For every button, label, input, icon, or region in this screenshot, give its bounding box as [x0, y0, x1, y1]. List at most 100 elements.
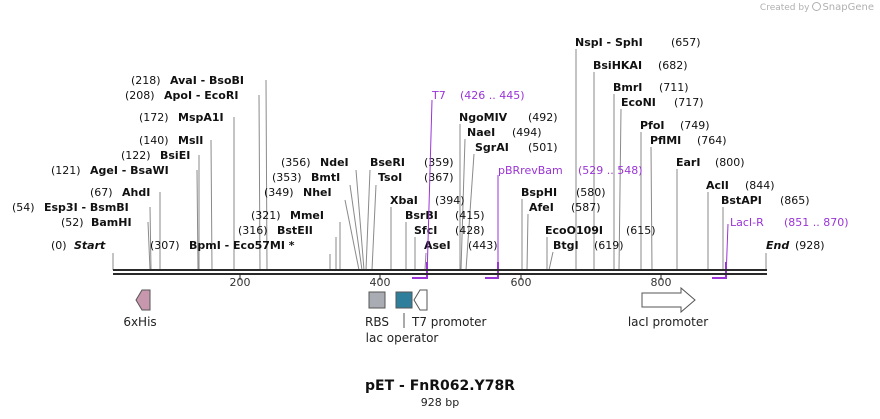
- site-apoi-name: ApoI - EcoRI: [164, 89, 238, 102]
- feature-t7-promoter-label: T7 promoter: [411, 315, 487, 329]
- site-line-msli: [210, 139, 213, 271]
- site-acli-pos: (844): [745, 179, 775, 192]
- site-bsiei-name: BsiEI: [160, 149, 190, 162]
- site-btgi-pos: (619): [594, 239, 624, 252]
- site-avai-pos: (218): [131, 74, 161, 87]
- site-end-name: End: [766, 239, 789, 252]
- site-apoi-pos: (208): [125, 89, 155, 102]
- site-start-name: Start: [74, 239, 106, 252]
- site-line-btgi: [548, 251, 554, 271]
- site-lines: [112, 49, 767, 271]
- primer-laci-r-name: LacI-R: [730, 216, 764, 229]
- feature-lac-operator-box: [395, 291, 413, 309]
- site-line-bmti: [349, 184, 363, 271]
- site-bstapi-pos: (865): [780, 194, 810, 207]
- site-ndei-pos: (356): [281, 156, 311, 169]
- site-line-afei: [526, 213, 529, 271]
- site-line-bamhi: [147, 221, 151, 271]
- site-line-asei: [424, 252, 427, 271]
- site-bmri-name: BmrI: [613, 81, 642, 94]
- site-line-apoi: [258, 94, 261, 271]
- site-tsoi-pos: (367): [424, 171, 454, 184]
- site-bsphi-name: BspHI: [521, 186, 557, 199]
- site-mmei-name: MmeI: [290, 209, 324, 222]
- site-acli-name: AclI: [706, 179, 729, 192]
- site-bseri-pos: (359): [424, 156, 454, 169]
- site-bsrbi-name: BsrBI: [405, 209, 438, 222]
- site-bsteii-pos: (316): [238, 224, 268, 237]
- site-bstapi-name: BstAPI: [721, 194, 762, 207]
- site-pfoi-pos: (749): [680, 119, 710, 132]
- site-line-tsoi: [371, 184, 377, 271]
- primer-t7-range: (426 .. 445): [460, 89, 525, 102]
- primer-pbrrevbam-arrow: [485, 262, 499, 279]
- site-naei-pos: (494): [512, 126, 542, 139]
- site-mspa1i-name: MspA1I: [178, 111, 224, 124]
- site-asei-name: AseI: [424, 239, 451, 252]
- primer-pbrrevbam-name: pBRrevBam: [498, 164, 563, 177]
- site-line-econi: [618, 108, 622, 271]
- site-line-esp3i: [149, 206, 152, 271]
- feature-rbs-label: RBS: [365, 315, 389, 329]
- site-tsoi-name: TsoI: [378, 171, 402, 184]
- primer-pbrrevbam-range: (529 .. 548): [578, 164, 643, 177]
- primer-t7-line: [426, 99, 433, 279]
- site-afei-pos: (587): [571, 201, 601, 214]
- primers: T7 (426 .. 445) pBRrevBam (529 .. 548) L…: [412, 89, 849, 279]
- site-ahdi-pos: (67): [90, 186, 113, 199]
- snapgene-logo-icon: [812, 2, 822, 11]
- site-bmri-pos: (711): [659, 81, 689, 94]
- site-mspa1i-pos: (172): [139, 111, 169, 124]
- site-bamhi-pos: (52): [61, 216, 84, 229]
- site-esp3i-name: Esp3I - BsmBI: [44, 201, 129, 214]
- site-line-ndei: [355, 169, 365, 271]
- site-bseri-name: BseRI: [370, 156, 405, 169]
- site-econi-name: EcoNI: [621, 96, 656, 109]
- site-nspi-pos: (657): [671, 36, 701, 49]
- site-bsteii-name: BstEII: [277, 224, 313, 237]
- site-bsphi-pos: (580): [576, 186, 606, 199]
- ruler-label-400: 400: [370, 276, 391, 289]
- feature-rbs-box: [368, 291, 386, 309]
- site-msli-name: MslI: [178, 134, 203, 147]
- site-nhei-name: NheI: [303, 186, 332, 199]
- site-start-pos: (0): [51, 239, 67, 252]
- site-mmei-pos: (321): [251, 209, 281, 222]
- site-econi-pos: (717): [674, 96, 704, 109]
- site-bpmi-pos: (307): [150, 239, 180, 252]
- feature-lac-operator-label: lac operator: [366, 331, 439, 345]
- primer-laci-r-range: (851 .. 870): [784, 216, 849, 229]
- site-bsihkai-pos: (682): [658, 59, 688, 72]
- feature-6xhis-label: 6xHis: [123, 315, 156, 329]
- site-bpmi-name: BpmI - Eco57MI *: [189, 239, 295, 252]
- ruler-label-200: 200: [230, 276, 251, 289]
- plasmid-length: 928 bp: [420, 396, 460, 409]
- site-ngomiv-pos: (492): [528, 111, 558, 124]
- site-bsiei-pos: (122): [121, 149, 151, 162]
- backbone: 200 400 600 800: [113, 269, 767, 289]
- site-line-bseri: [365, 169, 371, 271]
- site-line-naei: [460, 138, 466, 271]
- backbone-top-strand: [113, 269, 767, 271]
- ruler-label-600: 600: [511, 276, 532, 289]
- site-pfoi-name: PfoI: [640, 119, 665, 132]
- site-sgrai-pos: (501): [528, 141, 558, 154]
- backbone-bottom-strand: [113, 273, 767, 275]
- site-nhei-pos: (349): [264, 186, 294, 199]
- site-line-nhei: [344, 199, 360, 271]
- site-sfci-pos: (428): [455, 224, 485, 237]
- feature-laci-promoter-label: lacI promoter: [628, 315, 708, 329]
- site-xbai-name: XbaI: [390, 194, 418, 207]
- plasmid-title: pET - FnR062.Y78R: [365, 378, 515, 394]
- site-agei-name: AgeI - BsaWI: [90, 164, 169, 177]
- site-bmti-pos: (353): [272, 171, 302, 184]
- site-bamhi-name: BamHI: [91, 216, 132, 229]
- site-ahdi-name: AhdI: [122, 186, 150, 199]
- feature-t7-promoter-arrow: [413, 289, 428, 311]
- site-pflmi-name: PflMI: [650, 134, 681, 147]
- primer-t7-name: T7: [431, 89, 446, 102]
- site-end-pos: (928): [795, 239, 825, 252]
- site-ngomiv-name: NgoMIV: [459, 111, 508, 124]
- site-ndei-name: NdeI: [320, 156, 349, 169]
- site-eari-name: EarI: [676, 156, 700, 169]
